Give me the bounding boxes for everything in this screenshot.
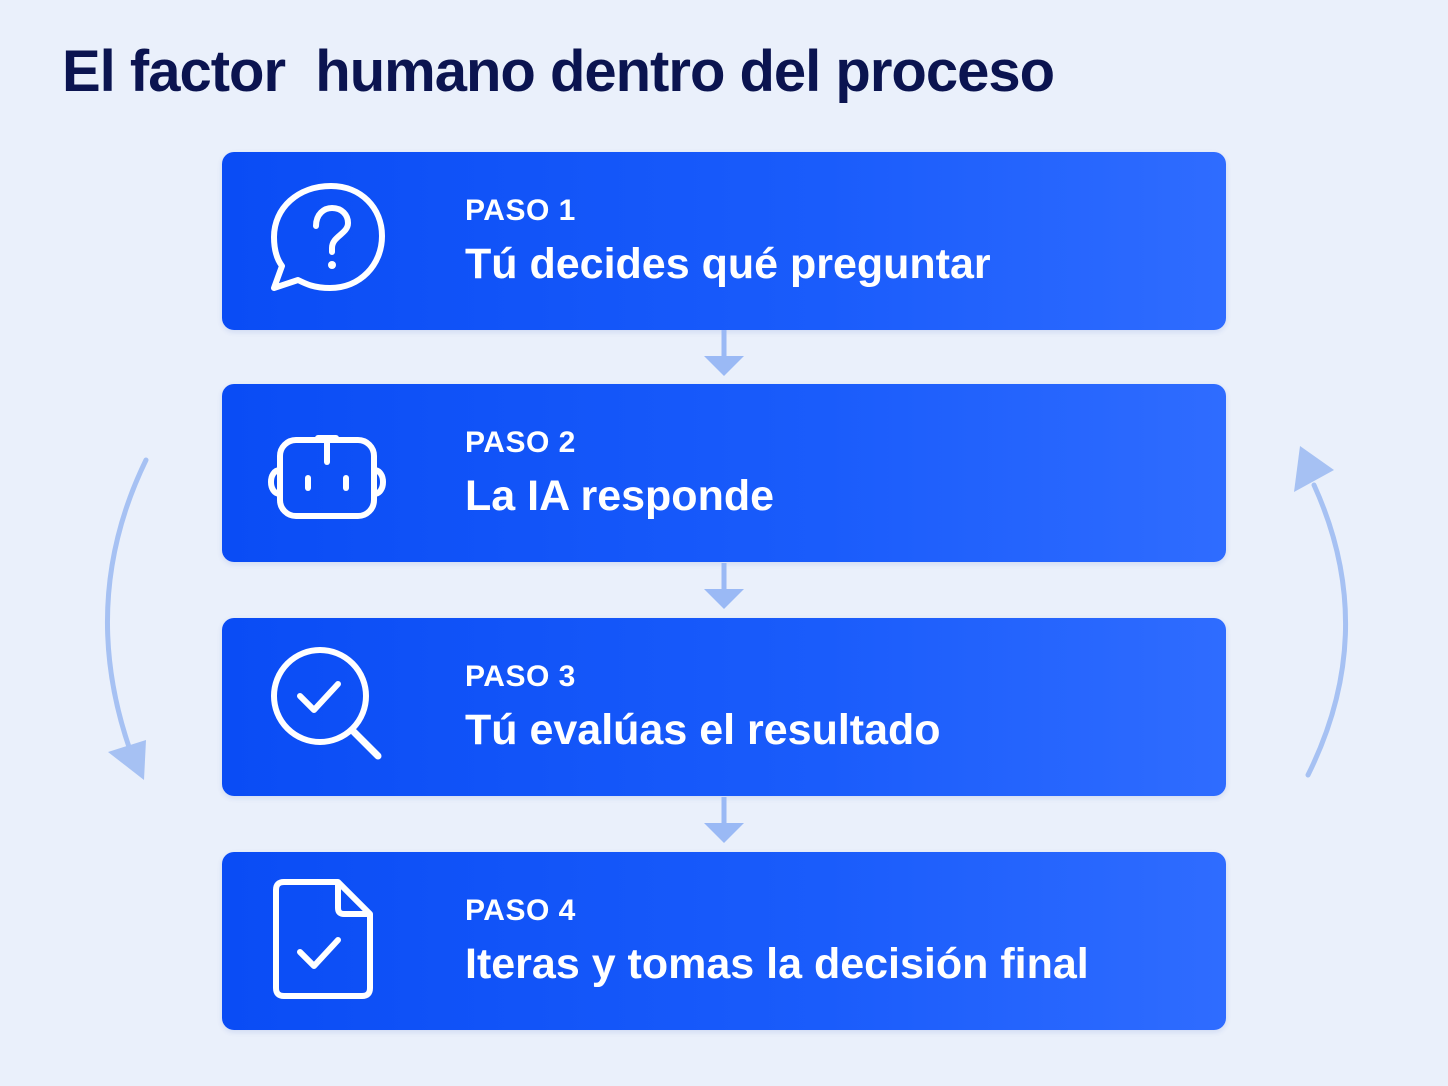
question-chat-icon <box>266 174 396 304</box>
document-check-icon <box>266 874 396 1004</box>
down-arrow-icon <box>704 330 744 376</box>
loop-arrow-right-icon <box>1294 446 1348 778</box>
step-text: Iteras y tomas la decisión final <box>465 940 1089 988</box>
step-label: PASO 1 <box>465 194 576 227</box>
step-label: PASO 4 <box>465 894 576 927</box>
step-text: Tú evalúas el resultado <box>465 706 941 754</box>
step-card-2: PASO 2 La IA responde <box>222 384 1226 562</box>
step-card-1: PASO 1 Tú decides qué preguntar <box>222 152 1226 330</box>
step-card-3: PASO 3 Tú evalúas el resultado <box>222 618 1226 796</box>
loop-arrow-left-icon <box>104 457 149 780</box>
robot-icon <box>266 406 396 536</box>
step-label: PASO 2 <box>465 426 576 459</box>
step-card-4: PASO 4 Iteras y tomas la decisión final <box>222 852 1226 1030</box>
magnifier-check-icon <box>266 640 396 770</box>
down-arrow-icon <box>704 797 744 843</box>
down-arrow-icon <box>704 563 744 609</box>
page-title: El factor humano dentro del proceso <box>62 39 1055 104</box>
step-label: PASO 3 <box>465 660 576 693</box>
step-text: Tú decides qué preguntar <box>465 240 991 288</box>
step-text: La IA responde <box>465 472 775 520</box>
